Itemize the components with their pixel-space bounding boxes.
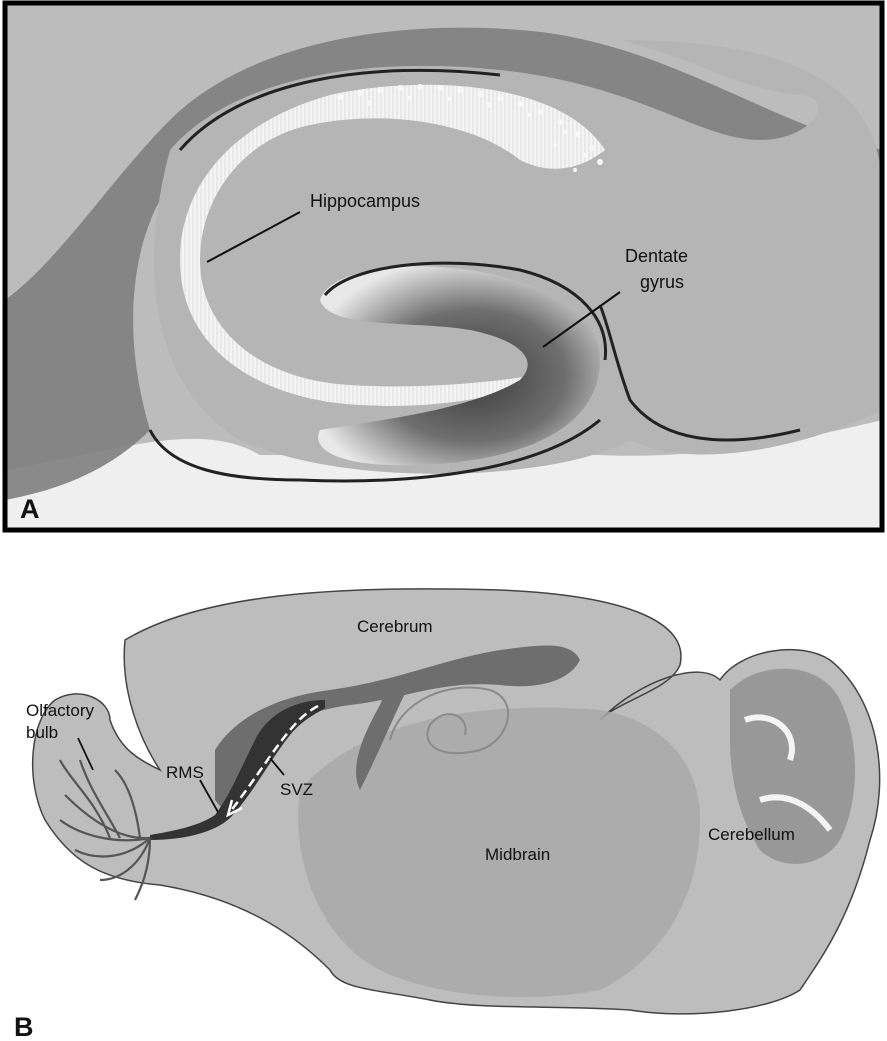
dentate-label-line1: Dentate bbox=[625, 246, 688, 266]
panel-a-hippocampus-diagram: Hippocampus Dentate gyrus A bbox=[0, 0, 887, 535]
panel-b-letter: B bbox=[14, 1012, 34, 1041]
cerebrum-label: Cerebrum bbox=[357, 617, 433, 636]
olfactory-label-line2: bulb bbox=[26, 723, 58, 742]
svz-label: SVZ bbox=[280, 780, 313, 799]
dentate-label-line2: gyrus bbox=[640, 272, 684, 292]
hippocampus-label: Hippocampus bbox=[310, 191, 420, 211]
panel-a-letter: A bbox=[20, 494, 40, 524]
panel-b-sagittal-brain-diagram: Cerebrum Olfactory bulb RMS SVZ Midbrain… bbox=[0, 560, 887, 1041]
olfactory-label-line1: Olfactory bbox=[26, 701, 95, 720]
midbrain-label: Midbrain bbox=[485, 845, 550, 864]
rms-label: RMS bbox=[166, 763, 204, 782]
cerebellum-label: Cerebellum bbox=[708, 825, 795, 844]
